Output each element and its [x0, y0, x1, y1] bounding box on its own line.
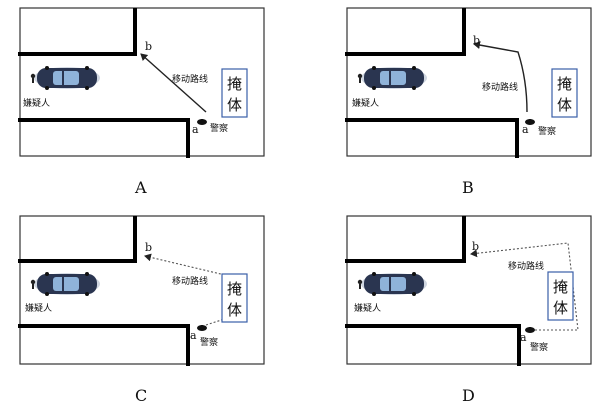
move-route [140, 53, 207, 113]
suspect-car-icon [361, 272, 427, 296]
suspect-label: 嫌疑人 [25, 302, 52, 314]
cover-char-2: 体 [553, 299, 568, 317]
cover-char-1: 掩 [227, 280, 242, 298]
cover-char-2: 体 [557, 96, 572, 114]
lower-wall [345, 118, 519, 158]
point-a: a [522, 123, 529, 136]
point-b: b [472, 240, 479, 253]
option-label: A [134, 178, 147, 197]
upper-wall [345, 8, 466, 56]
upper-wall [18, 216, 137, 263]
cover-char-2: 体 [227, 301, 242, 319]
route-label: 移动路线 [482, 81, 518, 93]
option-label: D [462, 386, 475, 405]
panel-b: 嫌疑人 b 移动路线 掩 体 a 警察 B [345, 7, 592, 197]
point-b: b [145, 40, 152, 53]
upper-wall [345, 216, 466, 263]
police-label: 警察 [538, 125, 556, 137]
route-label: 移动路线 [508, 260, 544, 272]
point-a: a [520, 331, 527, 344]
point-a: a [190, 329, 197, 342]
route-label: 移动路线 [172, 73, 208, 85]
police-label: 警察 [530, 341, 548, 353]
panel-a: 嫌疑人 b 移动路线 掩 体 a 警察 A [18, 7, 265, 197]
cover-char-1: 掩 [553, 278, 568, 296]
lower-wall [345, 324, 521, 366]
route-label: 移动路线 [172, 275, 208, 287]
move-route [470, 242, 579, 331]
lower-wall [18, 118, 190, 158]
option-label: B [462, 178, 474, 197]
panel-d: 嫌疑人 b 移动路线 掩 体 a 警察 D [345, 215, 592, 405]
cover-box [221, 273, 248, 323]
suspect-car-icon [34, 272, 100, 296]
cover-char-1: 掩 [557, 75, 572, 93]
police-icon [197, 325, 207, 331]
suspect-label: 嫌疑人 [354, 302, 381, 314]
cover-char-2: 体 [227, 96, 242, 114]
point-b: b [145, 241, 152, 254]
upper-wall [18, 8, 137, 56]
cover-box [547, 271, 574, 321]
police-label: 警察 [200, 336, 218, 348]
point-a: a [192, 123, 199, 136]
cover-char-1: 掩 [227, 75, 242, 93]
point-b: b [473, 34, 480, 47]
suspect-label: 嫌疑人 [352, 97, 379, 109]
suspect-label: 嫌疑人 [23, 97, 50, 109]
lower-wall [18, 324, 190, 366]
cover-box [221, 68, 248, 118]
move-route [473, 41, 528, 113]
suspect-car-icon [34, 66, 100, 90]
cover-box [551, 68, 578, 118]
panel-c: 嫌疑人 b 移动路线 掩 体 a 警察 C [18, 215, 265, 405]
police-label: 警察 [210, 122, 228, 134]
suspect-car-icon [361, 66, 427, 90]
option-label: C [135, 386, 147, 405]
